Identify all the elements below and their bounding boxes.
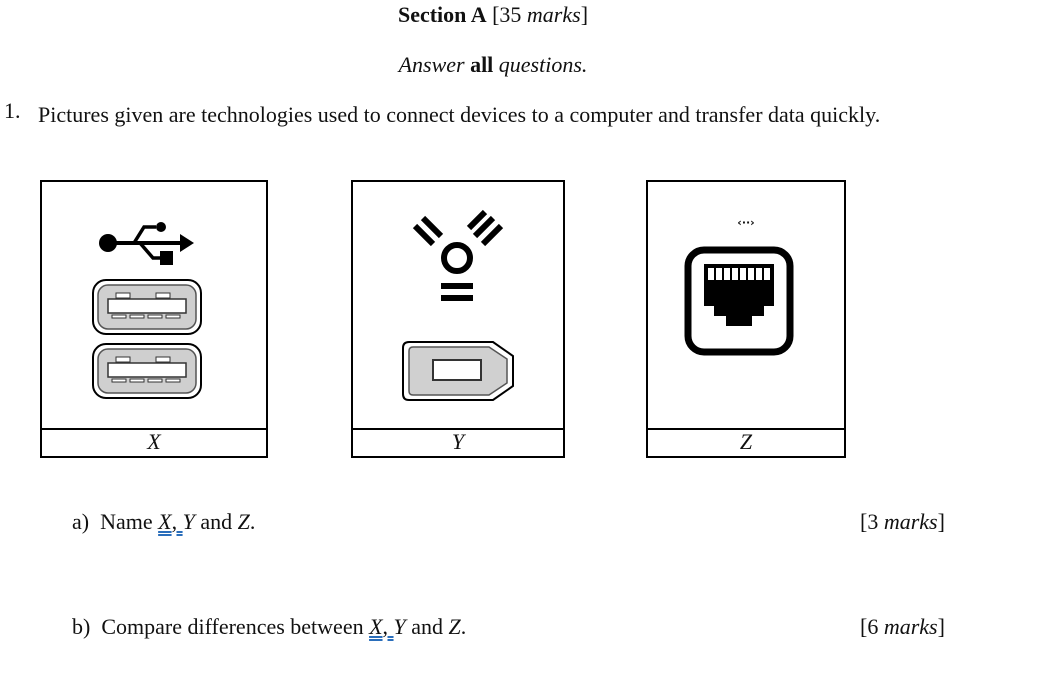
part-a-y: Y (182, 509, 195, 534)
part-b-x: X (369, 614, 383, 639)
section-title: Section A (397, 2, 487, 27)
part-b-sep: , (382, 614, 394, 639)
part-b-marks-word: marks (883, 614, 938, 639)
part-b-y: Y (393, 614, 406, 639)
part-a-x: X (158, 509, 172, 534)
panel-x-label: X (40, 428, 268, 458)
instruction-post: questions. (493, 52, 588, 77)
ethernet-caption: ‹··› (737, 216, 755, 229)
panel-z: ‹··› (646, 180, 846, 430)
section-heading: Section A [35 marks] (0, 2, 986, 28)
part-b-and: and (405, 614, 449, 639)
panel-z-label: Z (646, 428, 846, 458)
section-marks-close: ] (580, 2, 589, 27)
section-marks-word: marks (526, 2, 581, 27)
part-a-marks: [3 marks] (860, 509, 945, 535)
part-a-pre: Name (100, 509, 159, 534)
part-b-pre: Compare differences between (101, 614, 370, 639)
part-a-letter: a) (72, 509, 90, 534)
instruction-pre: Answer (398, 52, 471, 77)
part-a-and: and (194, 509, 238, 534)
part-a-sep: , (171, 509, 183, 534)
section-marks-open: [35 (486, 2, 527, 27)
part-b-marks: [6 marks] (860, 614, 945, 640)
part-a-marks-open: [3 (860, 509, 884, 534)
instruction-bold: all (470, 52, 494, 77)
question-text: Pictures given are technologies used to … (38, 102, 881, 127)
part-a-z: Z (237, 509, 250, 534)
part-a: a) Name X, Y and Z. (72, 509, 255, 535)
panel-x (40, 180, 268, 430)
ethernet-icon (684, 246, 794, 356)
part-b-z: Z (448, 614, 461, 639)
part-a-marks-word: marks (883, 509, 938, 534)
instruction-line: Answer all questions. (0, 52, 986, 78)
part-b-marks-close: ] (937, 614, 945, 639)
firewire-icon (402, 209, 514, 401)
usb-icon (92, 222, 202, 399)
question-number: 1. (4, 98, 21, 123)
part-b-marks-open: [6 (860, 614, 884, 639)
part-b-end: . (460, 614, 467, 639)
part-b: b) Compare differences between X, Y and … (72, 614, 466, 640)
panel-y (351, 180, 565, 430)
part-a-end: . (249, 509, 256, 534)
part-a-marks-close: ] (937, 509, 945, 534)
part-b-letter: b) (72, 614, 91, 639)
panel-y-label: Y (351, 428, 565, 458)
